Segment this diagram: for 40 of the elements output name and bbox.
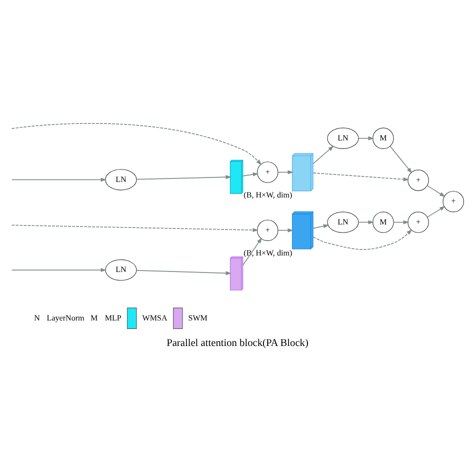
arrow	[136, 270, 232, 275]
node-circle: +	[407, 211, 428, 232]
node-label: (B, H×W, dim)	[243, 248, 292, 257]
arrow	[392, 220, 409, 224]
legend-label: LayerNorm	[46, 312, 84, 322]
label: M	[90, 312, 98, 322]
arrow	[277, 228, 294, 232]
arrow	[312, 172, 409, 181]
label: N	[34, 312, 40, 322]
arrow	[426, 184, 445, 196]
arrow	[426, 206, 445, 217]
arrow	[358, 220, 374, 224]
legend-label: SWM	[188, 312, 207, 322]
arrow	[10, 122, 262, 165]
arrow	[277, 170, 294, 174]
node-circle: +	[256, 161, 278, 182]
arrow	[312, 145, 334, 164]
arrow	[312, 228, 412, 250]
arrow	[10, 268, 106, 272]
arrow	[312, 224, 329, 228]
caption: Parallel attention block(PA Block)	[166, 338, 308, 349]
node-ellipse: LN	[104, 258, 136, 280]
node-circle: M	[372, 211, 394, 232]
node-circle: +	[256, 219, 278, 240]
arrow	[242, 237, 262, 266]
arrow	[358, 136, 374, 140]
node-circle: +	[442, 190, 464, 212]
arrow	[10, 224, 258, 232]
arrow	[10, 177, 106, 182]
node-circle: +	[407, 169, 428, 190]
legend-label: WMSA	[142, 312, 167, 322]
node-circle: M	[372, 127, 394, 148]
arrow	[242, 172, 258, 176]
arrow	[136, 174, 232, 180]
legend-label: MLP	[104, 312, 121, 322]
node-ellipse: LN	[326, 211, 358, 232]
node-ellipse: LN	[104, 168, 136, 190]
node-label: (B, H×W, dim)	[243, 190, 292, 199]
node-ellipse: LN	[326, 127, 358, 148]
arrow	[389, 145, 412, 173]
